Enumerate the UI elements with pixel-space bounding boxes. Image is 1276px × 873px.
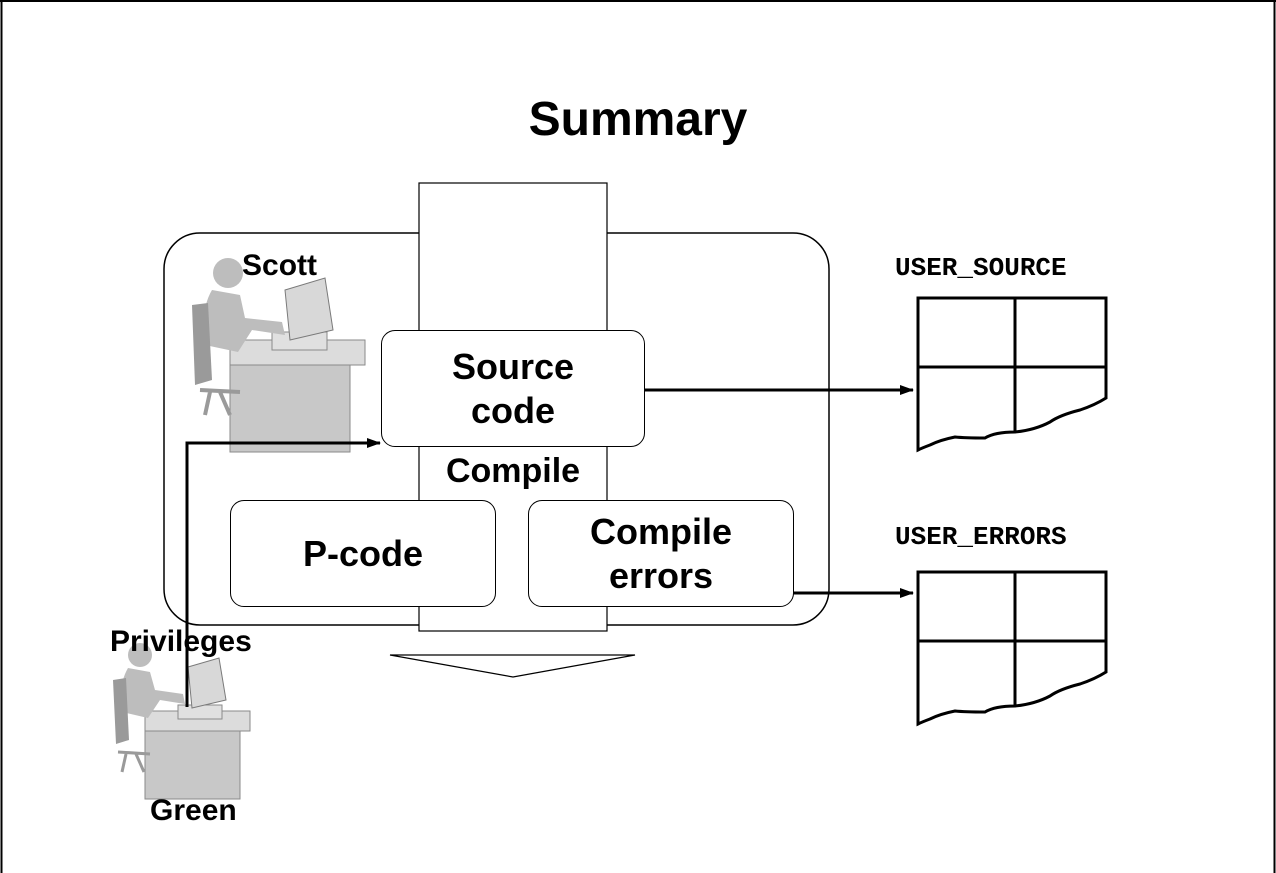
privileges-arrow: [185, 438, 381, 707]
computer-user-icon: [113, 643, 251, 800]
compile-errors-line1: Compile: [589, 510, 732, 552]
table-icon: [916, 570, 1108, 727]
user-source-label: USER_SOURCE: [895, 253, 1067, 283]
privileges-label: Privileges: [110, 625, 252, 658]
pcode-label: P-code: [302, 532, 424, 574]
compile-label: Compile: [445, 452, 581, 490]
compile-errors-line2: errors: [608, 554, 714, 596]
source-code-line1: Source: [451, 345, 575, 387]
pcode-box: P-code: [230, 500, 496, 607]
grantee-user-label: Green: [150, 794, 237, 827]
owner-user-label: Scott: [242, 249, 317, 282]
compile-errors-box: Compile errors: [528, 500, 794, 607]
table-icon: [916, 296, 1108, 453]
computer-user-icon: [192, 258, 366, 453]
page-title: Summary: [528, 93, 748, 146]
user-errors-label: USER_ERRORS: [895, 522, 1067, 552]
source-code-line2: code: [470, 389, 556, 431]
down-arrow-icon: [389, 654, 636, 678]
source-code-box: Source code: [381, 330, 645, 447]
